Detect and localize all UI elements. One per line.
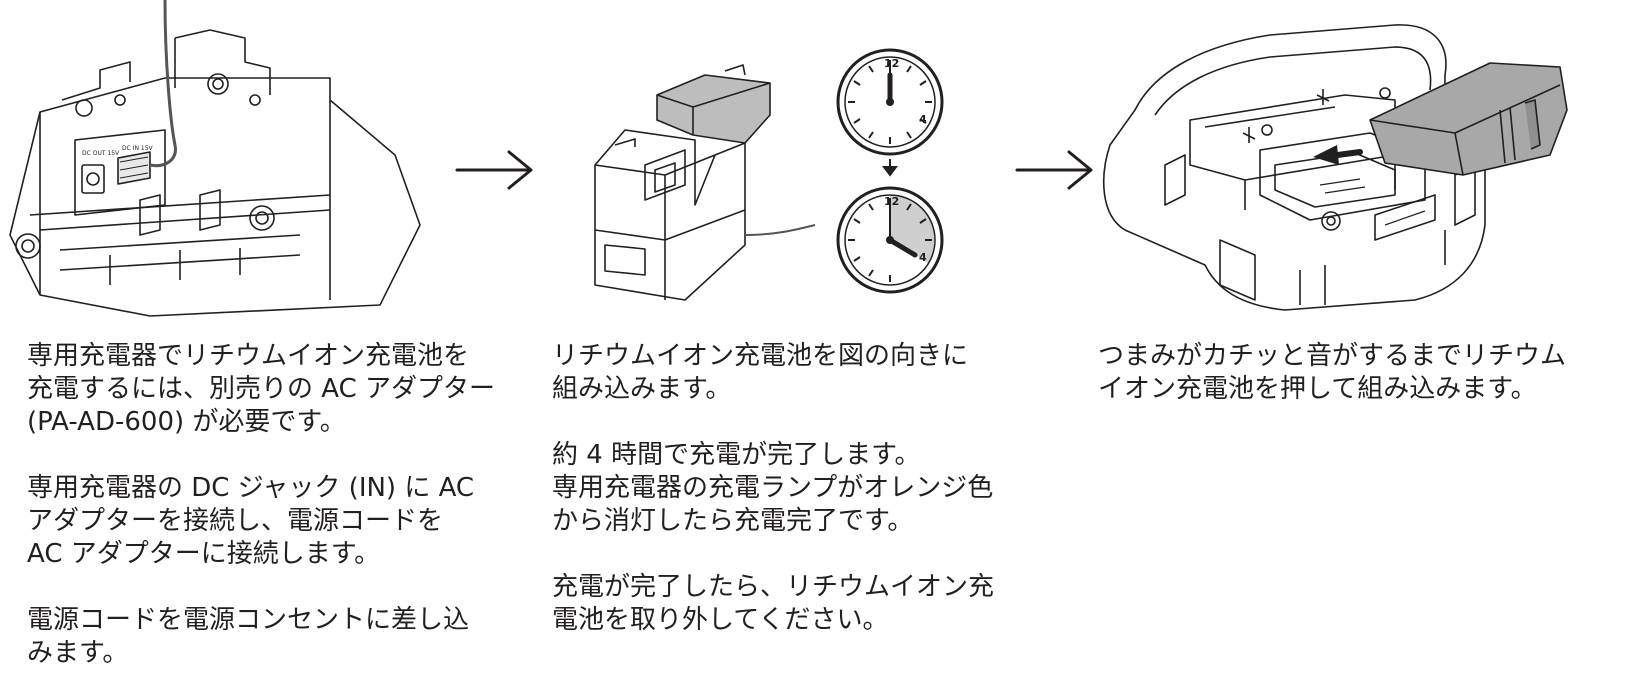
step-2-paragraph: 充電が完了したら、リチウムイオン充 電池を取り外してください。 (552, 572, 995, 635)
step-2-paragraph: リチウムイオン充電池を図の向きに 組み込みます。 (552, 341, 969, 404)
step-3-paragraph: つまみがカチッと音がするまでリチウム イオン充電池を押して組み込みます。 (1098, 341, 1567, 404)
arrow-right-icon (455, 150, 533, 190)
clock-after-icon (836, 186, 944, 294)
printer-battery-insert-illustration (1102, 24, 1568, 311)
step-1-instructions: 専用充電器でリチウムイオン充電池を 充電するには、別売りの AC アダプター (… (27, 340, 497, 670)
charger-bottom-illustration: DC OUT 15V DC IN 15V (9, 0, 421, 317)
clock-before-twelve: 12 (884, 57, 899, 70)
step-3-instructions: つまみがカチッと音がするまでリチウム イオン充電池を押して組み込みます。 (1098, 340, 1618, 406)
step-1-paragraph: 専用充電器の DC ジャック (IN) に AC アダプターを接続し、電源コード… (27, 473, 475, 569)
arrow-right-icon (1015, 150, 1093, 190)
clock-after-twelve: 12 (884, 195, 899, 208)
clock-before-four: 4 (919, 113, 927, 126)
push-arrow-icon (1313, 145, 1363, 165)
clock-after-four: 4 (919, 251, 927, 264)
step-2-instructions: リチウムイオン充電池を図の向きに 組み込みます。 約 4 時間で充電が完了します… (552, 340, 1022, 637)
dc-out-label: DC OUT 15V (82, 150, 120, 157)
clock-before-icon (836, 48, 944, 156)
step-2-paragraph: 約 4 時間で充電が完了します。 専用充電器の充電ランプがオレンジ色 から消灯し… (552, 440, 994, 536)
step-1-paragraph: 電源コードを電源コンセントに差し込 みます。 (27, 605, 470, 668)
dc-in-label: DC IN 15V (122, 145, 154, 152)
step-1-paragraph: 専用充電器でリチウムイオン充電池を 充電するには、別売りの AC アダプター (… (27, 341, 496, 437)
charger-battery-illustration: 12 4 12 4 (594, 48, 944, 301)
